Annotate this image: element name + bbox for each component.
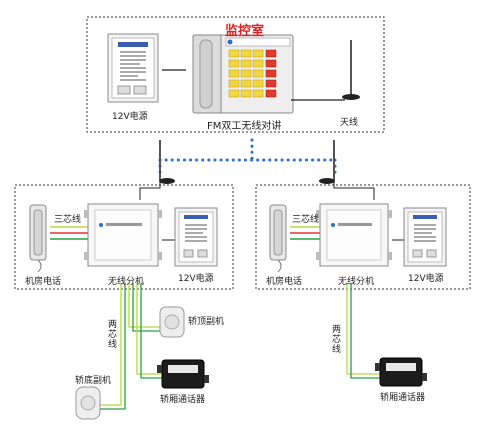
left-power-supply-icon (174, 207, 218, 267)
left-three-core-label: 三芯线 (54, 215, 82, 225)
right-unit-frame (255, 184, 471, 290)
control-room-title: 监控室 (225, 24, 265, 39)
left-machine-phone-label: 机房电话 (25, 277, 62, 287)
left-car-intercom-icon (157, 359, 209, 389)
right-machine-phone-icon (269, 204, 287, 273)
right-car-intercom-icon (375, 357, 427, 387)
left-car-intercom-label: 轿厢通话器 (160, 395, 206, 405)
right-two-core-label: 两芯线 (332, 325, 342, 355)
control-room-antenna-icon (342, 40, 360, 100)
control-antenna-label: 天线 (340, 118, 359, 128)
left-antenna-cable (139, 180, 161, 200)
left-power-label: 12V电源 (178, 274, 214, 284)
left-two-core-label: 两芯线 (108, 320, 118, 350)
right-three-core-wire (290, 226, 320, 240)
car-top-speaker-icon (159, 306, 185, 338)
right-power-label: 12V电源 (408, 274, 444, 284)
right-three-core-label: 三芯线 (292, 215, 320, 225)
right-power-supply-icon (403, 207, 447, 267)
right-machine-phone-label: 机房电话 (266, 277, 303, 287)
right-splitter-label: 无线分机 (338, 277, 375, 287)
right-antenna-cable (333, 180, 375, 200)
car-top-label: 轿顶副机 (188, 317, 225, 327)
control-power-supply-icon (107, 33, 159, 103)
wireless-link (158, 138, 337, 177)
car-bottom-speaker-icon (75, 386, 101, 420)
left-unit-frame (14, 184, 234, 290)
control-power-label: 12V电源 (112, 112, 148, 122)
control-intercom-label: FM双工无线对讲 (207, 121, 282, 132)
keypad (228, 49, 277, 98)
left-two-core-wires (100, 283, 162, 410)
right-splitter-box-icon (316, 203, 392, 267)
right-car-intercom-label: 轿厢通话器 (380, 393, 426, 403)
left-three-core-wire (50, 226, 88, 240)
left-splitter-box-icon (84, 203, 162, 267)
right-antenna-icon (319, 140, 335, 184)
right-two-core-wires (346, 283, 380, 379)
left-antenna-icon (159, 140, 175, 184)
fm-intercom-master-icon (192, 34, 294, 114)
car-bottom-label: 轿底副机 (75, 376, 112, 386)
left-splitter-label: 无线分机 (108, 277, 145, 287)
left-machine-phone-icon (29, 204, 47, 273)
control-room-frame (86, 16, 385, 133)
